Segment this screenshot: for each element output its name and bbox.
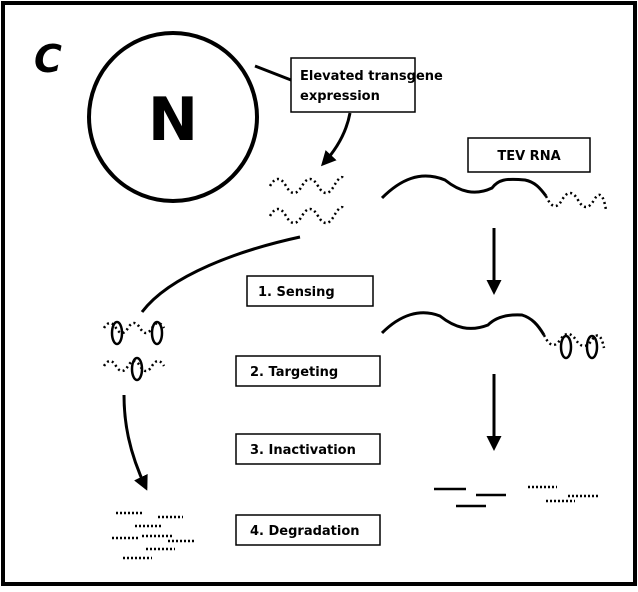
sensing-curve <box>140 235 301 313</box>
tev-rna-middle-dotted <box>542 332 606 349</box>
transgene-label-line1: Elevated transgene <box>300 69 443 84</box>
nucleus-circle <box>87 31 259 203</box>
left-targeted-complex <box>102 320 166 382</box>
targeting-box <box>235 355 381 387</box>
tev-rna-top-solid <box>380 174 548 200</box>
nucleus-label: N <box>148 85 198 155</box>
left-degradation-arrow <box>122 394 148 491</box>
degradation-label: 4. Degradation <box>250 524 360 539</box>
transgene-box <box>290 57 416 113</box>
targeting-label: 2. Targeting <box>250 365 338 380</box>
right-risc-1 <box>559 334 573 360</box>
degradation-box <box>235 514 381 546</box>
nucleus-connector-line <box>254 64 292 82</box>
right-dotted-fragments <box>528 485 598 503</box>
expression-arrow <box>320 112 352 167</box>
left-fragments <box>112 511 195 560</box>
sensing-box <box>246 275 374 307</box>
right-solid-fragments <box>434 487 506 508</box>
inactivation-label: 3. Inactivation <box>250 443 356 458</box>
right-risc-2 <box>585 334 599 360</box>
tev-rna-box <box>467 137 591 173</box>
tev-rna-middle-solid <box>380 311 546 336</box>
inactivation-box <box>235 433 381 465</box>
sensing-label: 1. Sensing <box>258 285 335 300</box>
tev-rna-top-dotted <box>544 191 608 211</box>
transgene-label-line2: expression <box>300 89 380 104</box>
panel-label: C <box>34 37 62 81</box>
tev-rna-label: TEV RNA <box>497 149 560 164</box>
